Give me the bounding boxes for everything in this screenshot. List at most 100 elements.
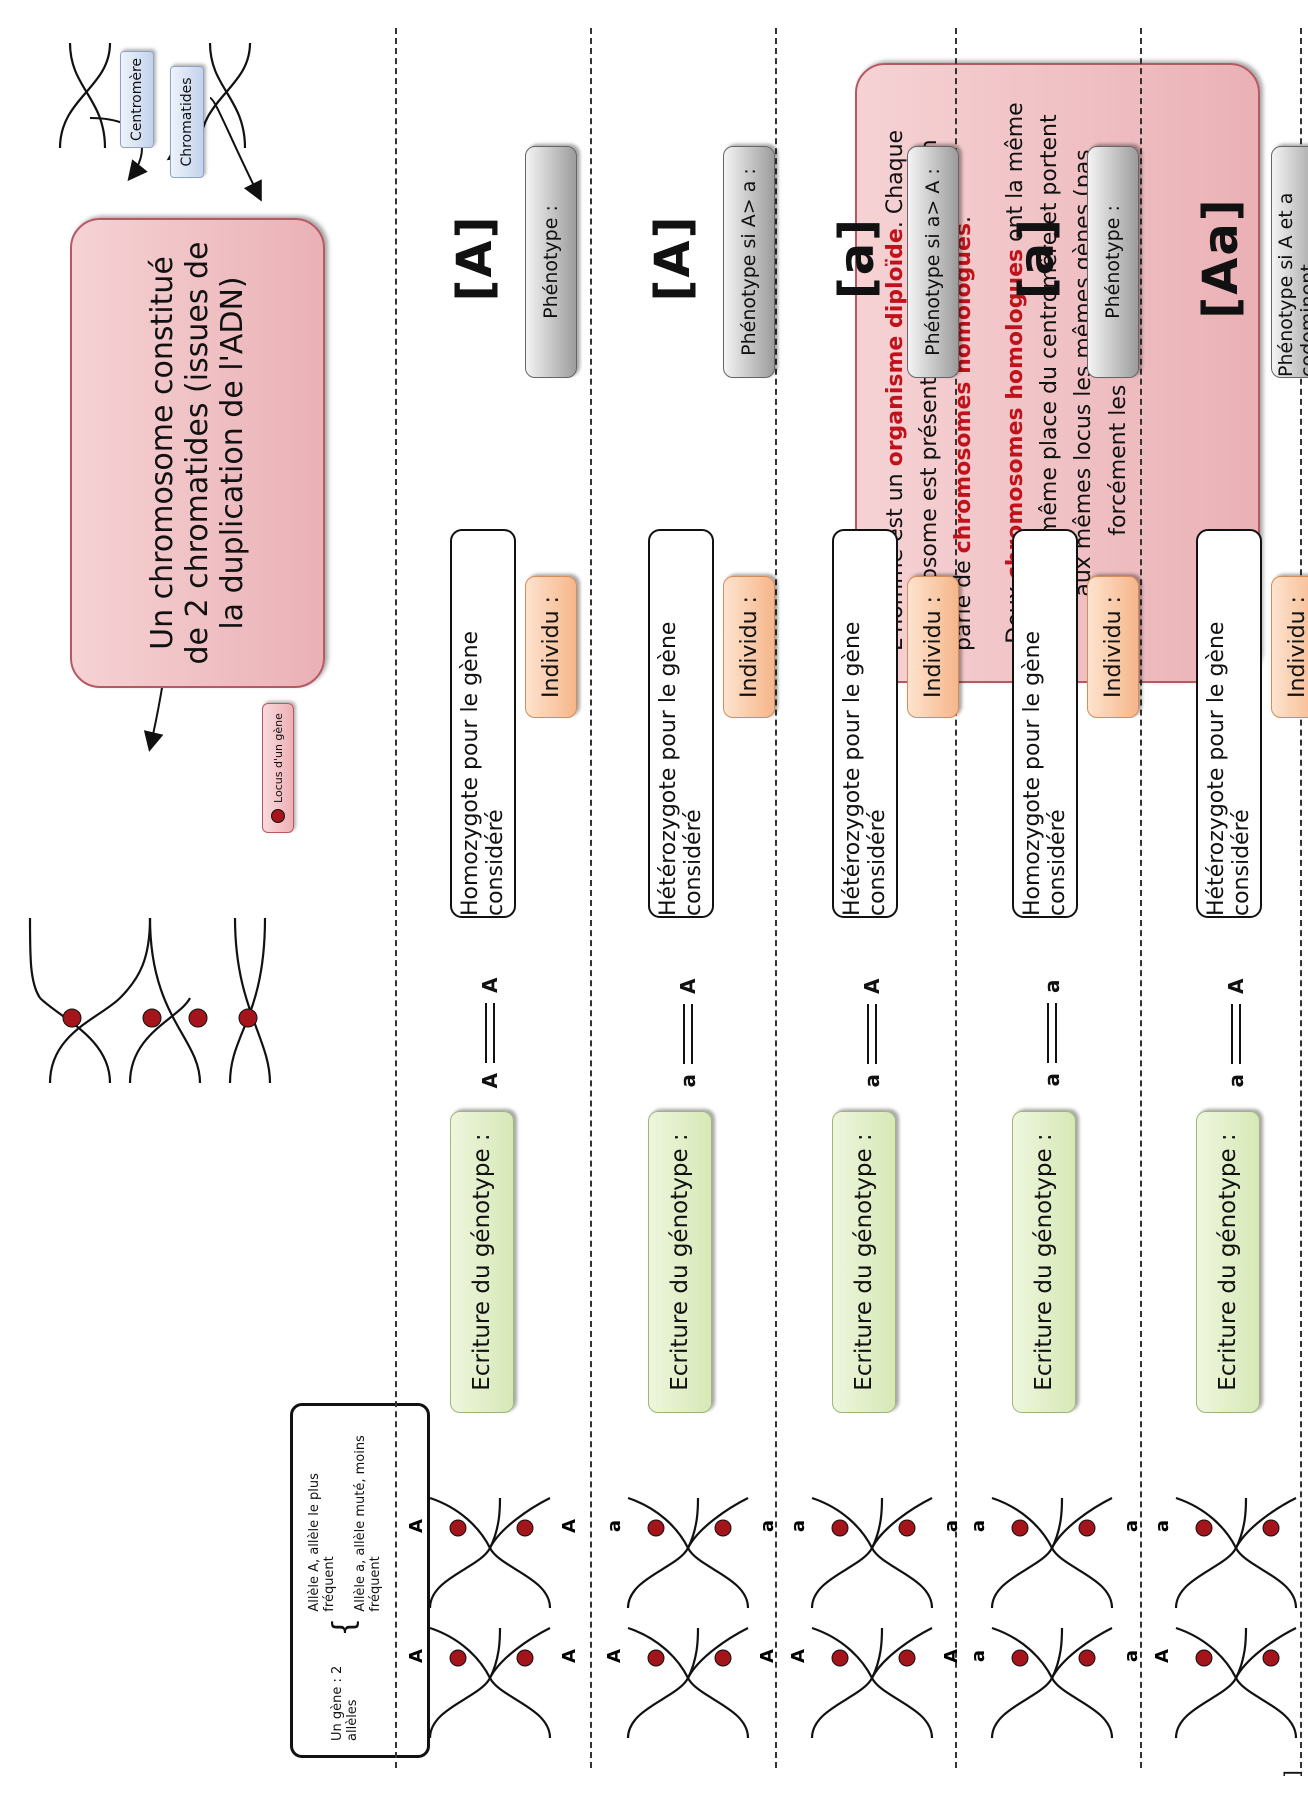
chromosome-definition-box: Un chromosome constitué de 2 chromatides… [70,218,325,688]
zygosity-box: Homozygote pour le gène considéré [450,529,516,918]
allele-locus-dot [516,1519,534,1537]
genotype-top-allele: a [1040,979,1064,994]
allele-letter: a [757,1520,778,1532]
genotype-label: Ecriture du génotype : [450,1111,514,1413]
locus-label: Locus d'un gène [262,703,294,833]
genotype-bottom-allele: a [676,1074,700,1088]
gene-definition-line-3: Allèle a, allèle muté, moins fréquent [353,1435,383,1612]
brace-icon: { [327,1617,362,1637]
genotype-bottom-allele: a [1224,1074,1248,1088]
gene-definition-line-1: Un gène : 2 allèles [330,1665,360,1741]
gene-definition-line-2: Allèle A, allèle le plus fréquent [307,1473,337,1612]
individu-label: Individu : [1271,576,1308,718]
allele-letter: A [757,1649,778,1663]
allele-locus-dot [714,1649,732,1667]
allele-locus-dot [1078,1519,1096,1537]
allele-locus-dot [1011,1649,1029,1667]
chromatides-label: Chromatides [170,66,204,178]
genotype-top-allele: A [860,978,884,994]
row-separator [395,28,397,1768]
allele-letter: a [1152,1520,1173,1532]
phenotype-label: Phénotype : [525,146,577,378]
gene-definition-content: Un gène : 2 allèles { Allèle A, allèle l… [307,1420,383,1741]
allele-letter: a [968,1650,989,1662]
allele-letter: a [788,1520,809,1532]
genotype-top-allele: A [1224,978,1248,994]
phenotype-value: [A] [645,214,701,302]
zygosity-box: Hétérozygote pour le gène considéré [1196,529,1262,918]
genotype-bars-icon [1231,1004,1241,1064]
phenotype-value: [Aa] [1193,197,1249,319]
allele-letter: a [604,1520,625,1532]
allele-letter: A [604,1649,625,1663]
genotype-bottom-allele: A [478,1073,502,1089]
row-separator [590,28,592,1768]
allele-locus-dot [1262,1519,1280,1537]
genotype-top-allele: A [478,977,502,993]
genotype-label: Ecriture du génotype : [1012,1111,1076,1413]
allele-locus-dot [898,1649,916,1667]
allele-letter: a [1121,1650,1142,1662]
allele-locus-dot [1195,1519,1213,1537]
allele-letter: A [406,1519,427,1533]
genotype-bottom-allele: a [1040,1073,1064,1087]
genotype-bottom-allele: a [860,1074,884,1088]
allele-locus-dot [647,1649,665,1667]
genotype-bars-icon [683,1004,693,1064]
individu-label: Individu : [723,576,775,718]
phenotype-value: [a] [829,216,885,300]
allele-letter: A [1305,1649,1308,1663]
allele-locus-dot [516,1649,534,1667]
allele-letter: a [968,1520,989,1532]
phenotype-label: Phénotype si A et a codominent [1271,146,1308,378]
genotype-bars-icon [1047,1003,1057,1063]
allele-locus-dot [647,1519,665,1537]
allele-letter: A [941,1649,962,1663]
allele-locus-dot [1262,1649,1280,1667]
allele-locus-dot [449,1649,467,1667]
allele-locus-dot [449,1519,467,1537]
genotype-top-allele: A [676,978,700,994]
allele-letter: a [941,1520,962,1532]
phenotype-label: Phénotype si a> A : [907,146,959,378]
individu-label: Individu : [907,576,959,718]
chromosome-icon [58,42,252,149]
genotype-bars-icon [867,1004,877,1064]
allele-locus-dot [1195,1649,1213,1667]
allele-letter: a [1305,1520,1308,1532]
phenotype-value: [A] [447,214,503,302]
zygosity-box: Hétérozygote pour le gène considéré [832,529,898,918]
genotype-bars-icon [485,1003,495,1063]
zygosity-box: Hétérozygote pour le gène considéré [648,529,714,918]
individu-label: Individu : [1087,576,1139,718]
chromosome-pair-icon: A Aa a [788,1496,962,1739]
genotype-label: Ecriture du génotype : [648,1111,712,1413]
allele-letter: A [406,1649,427,1663]
homologous-pair-icon [28,917,272,1084]
phenotype-label: Phénotype : [1087,146,1139,378]
chromosome-definition-text: Un chromosome constitué de 2 chromatides… [145,241,250,665]
genotype-label: Ecriture du génotype : [1196,1111,1260,1413]
chromosome-pair-icon: A Aa a [604,1496,778,1739]
phenotype-label: Phénotype si A> a : [723,146,775,378]
phenotype-value: [a] [1009,216,1065,300]
individu-label: Individu : [525,576,577,718]
allele-locus-dot [1011,1519,1029,1537]
allele-letter: A [788,1649,809,1663]
allele-letter: A [1152,1649,1173,1663]
allele-letter: A [559,1519,580,1533]
allele-locus-dot [1078,1649,1096,1667]
